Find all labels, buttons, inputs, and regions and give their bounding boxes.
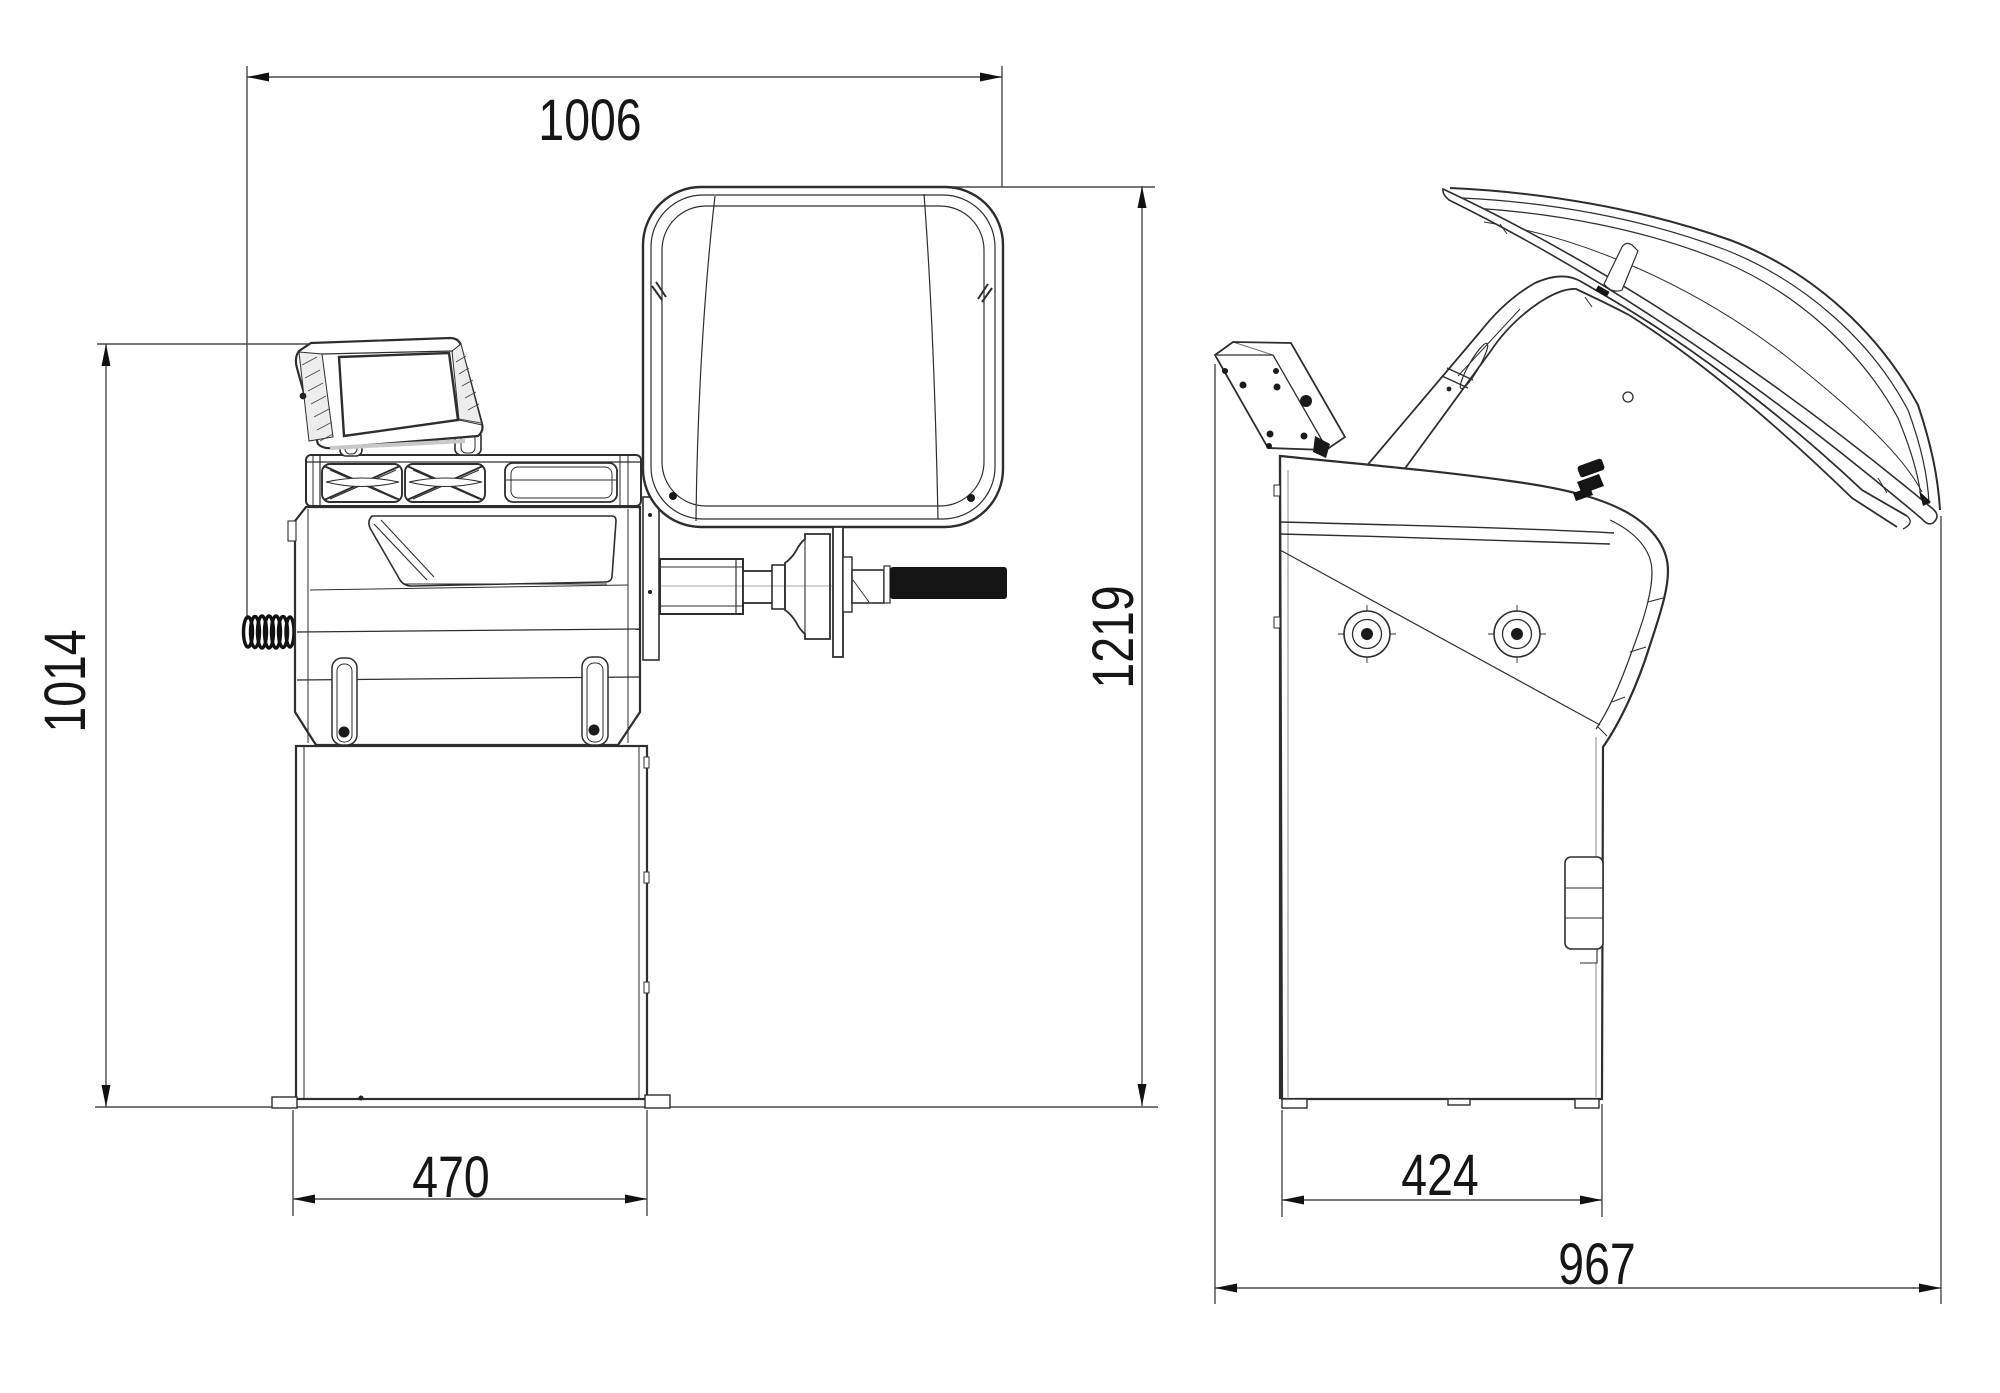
svg-text:1014: 1014 [33, 629, 98, 732]
svg-text:424: 424 [1401, 1143, 1478, 1208]
svg-text:1006: 1006 [538, 88, 641, 153]
svg-text:967: 967 [1558, 1232, 1635, 1297]
svg-text:1219: 1219 [1081, 585, 1146, 688]
svg-text:470: 470 [412, 1145, 489, 1210]
